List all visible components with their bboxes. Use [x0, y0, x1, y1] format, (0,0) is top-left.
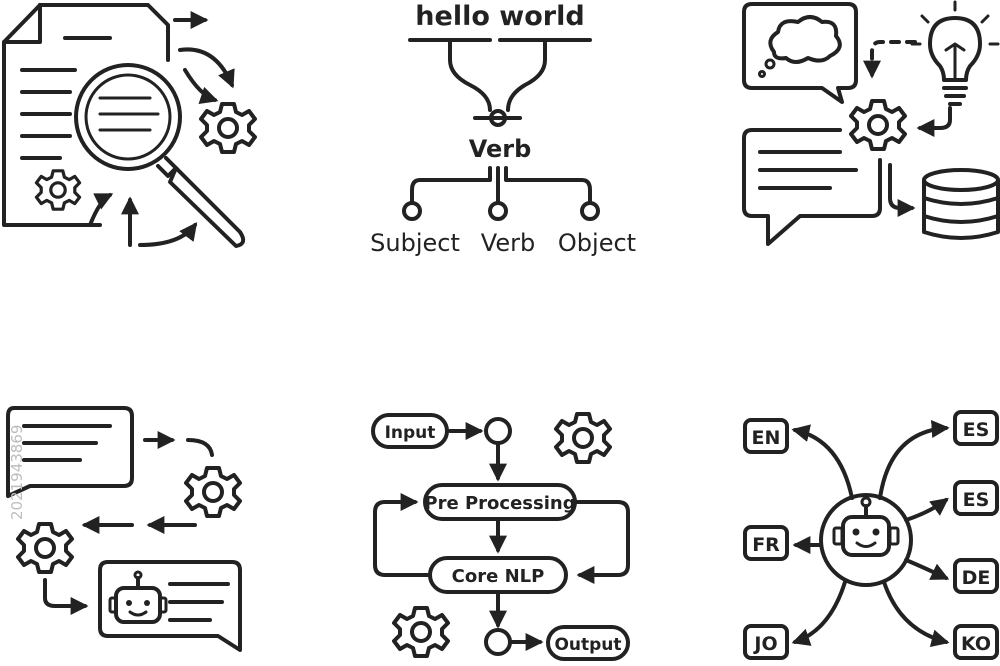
input-node — [371, 413, 449, 449]
database-icon — [922, 168, 1000, 240]
language-badge — [743, 418, 789, 454]
language-code: JO — [752, 633, 777, 655]
nlp-pipeline-icon: Input Pre Processing Core NLP Output — [371, 412, 630, 661]
tree-leaf-subject: Subject — [370, 229, 460, 257]
watermark-id-text: 2021943869 — [8, 425, 26, 520]
gear-icon — [199, 102, 257, 154]
language-badge — [953, 410, 999, 446]
tree-node — [488, 201, 508, 221]
document-icon — [2, 3, 170, 227]
gear-icon — [184, 466, 242, 518]
thought-bubble-icon — [742, 2, 858, 104]
language-code: EN — [752, 427, 781, 449]
chat-bubble-icon — [6, 406, 134, 498]
gear-icon — [849, 99, 907, 151]
language-badge — [953, 624, 999, 660]
pipeline-output-label: Output — [554, 635, 621, 655]
tree-root-label: Verb — [469, 135, 532, 163]
pipeline-input-label: Input — [385, 423, 436, 443]
language-code: ES — [963, 419, 990, 441]
syntax-tree-icon: hello world Verb Subject Verb Object — [370, 1, 636, 257]
gear-icon — [392, 606, 450, 658]
chat-bubble-icon — [742, 128, 882, 246]
translator-robot — [819, 493, 913, 587]
language-badge — [953, 480, 999, 516]
output-node — [546, 625, 630, 661]
language-code: KO — [961, 633, 991, 655]
gear-icon — [16, 522, 74, 574]
robot-chat-bubble — [98, 560, 242, 652]
pipeline-pre-processing-label: Pre Processing — [424, 493, 575, 514]
tree-node — [580, 201, 600, 221]
gear-icon — [554, 412, 612, 464]
pipeline-core-label: Core NLP — [452, 566, 545, 587]
document-analysis-icon — [2, 3, 257, 248]
language-badge — [743, 624, 789, 660]
language-badge — [953, 558, 999, 594]
cycle-arrow-icon — [88, 11, 235, 247]
tree-node — [402, 201, 422, 221]
knowledge-flow-icon — [742, 0, 1000, 246]
language-badge — [743, 525, 789, 561]
translation-icon: EN ES ES FR DE JO KO — [743, 410, 999, 660]
tree-phrase: hello world — [415, 1, 584, 32]
tree-leaf-object: Object — [558, 229, 636, 257]
gear-icon — [34, 169, 82, 211]
language-code: FR — [752, 534, 780, 556]
lightbulb-icon — [910, 0, 1000, 106]
magnifier-icon — [74, 63, 246, 248]
robot-icon — [108, 570, 168, 624]
chatbot-flow-icon — [6, 406, 242, 652]
language-code: DE — [962, 567, 991, 589]
tree-leaf-verb: Verb — [481, 229, 535, 257]
language-code: ES — [963, 489, 990, 511]
